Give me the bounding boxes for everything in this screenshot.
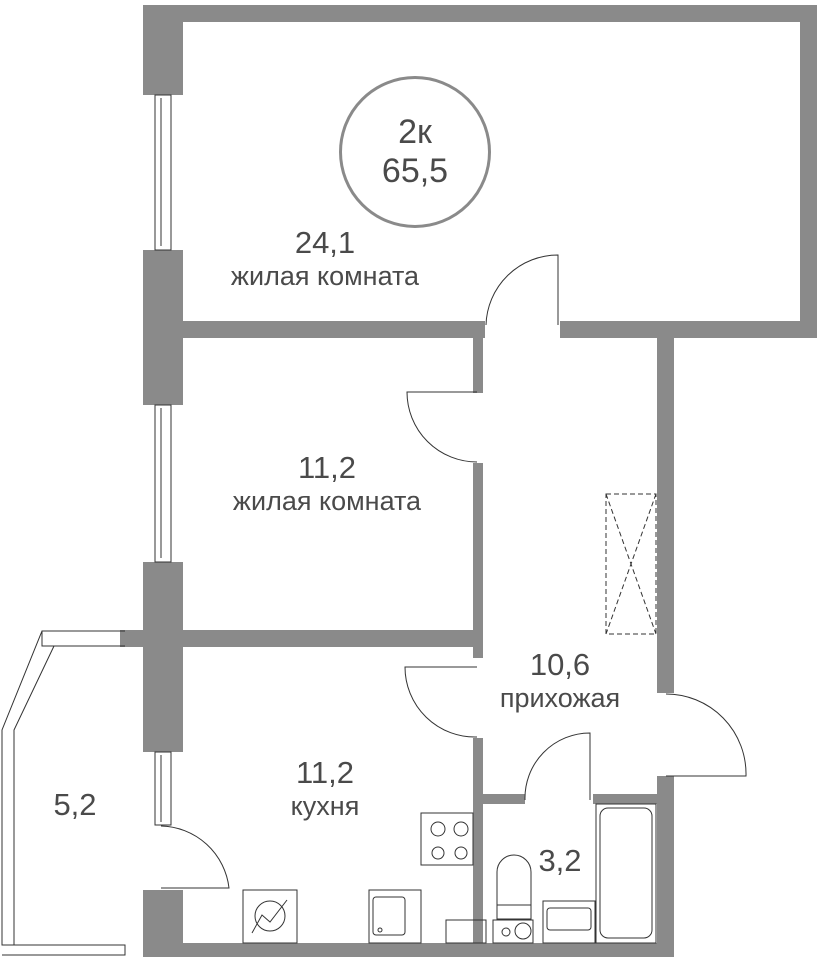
room-label-balcony: 5,2 <box>53 787 97 822</box>
room-label-bathroom: 3,2 <box>538 843 582 878</box>
room-label-living-room-1: 24,1 жилая комната <box>230 225 420 291</box>
apartment-summary-badge: 2к 65,5 <box>339 76 491 228</box>
room-count: 2к <box>398 112 432 151</box>
walls <box>120 5 817 957</box>
total-area: 65,5 <box>381 152 449 190</box>
room-label-hallway: 10,6 прихожая <box>499 647 621 713</box>
linework <box>1 94 747 956</box>
room-label-living-room-2: 11,2 жилая комната <box>232 450 422 516</box>
room-label-kitchen: 11,2 кухня <box>290 755 360 821</box>
